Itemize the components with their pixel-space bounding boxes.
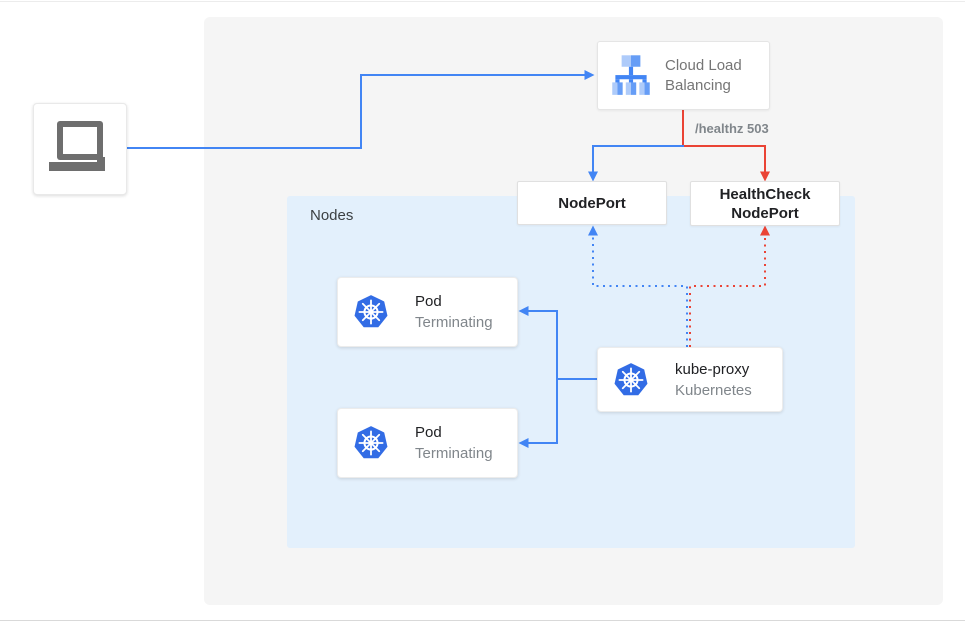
kube-proxy-card: kube-proxy Kubernetes [597, 347, 783, 412]
nodeport-card: NodePort [517, 181, 667, 225]
kubernetes-icon [352, 293, 390, 331]
healthcheck-nodeport-card: HealthCheck NodePort [690, 181, 840, 226]
pod-status: Terminating [415, 314, 493, 331]
healthcheck-nodeport-label-line2: NodePort [731, 204, 799, 222]
cloud-load-balancing-label: Cloud Load Balancing [665, 56, 742, 94]
pod-card-1: Pod Terminating [337, 277, 518, 347]
pod-title: Pod [415, 293, 442, 310]
pod-card-2: Pod Terminating [337, 408, 518, 478]
kube-proxy-title: kube-proxy [675, 360, 750, 378]
pod-status: Terminating [415, 445, 493, 462]
healthz-status-label: /healthz 503 [695, 121, 769, 136]
laptop-icon [47, 119, 113, 180]
kube-proxy-subtitle: Kubernetes [675, 381, 752, 399]
bottom-divider [0, 620, 965, 621]
cloud-load-balancing-card: Cloud Load Balancing [597, 41, 770, 110]
kubernetes-icon [612, 361, 650, 399]
pod-title: Pod [415, 424, 442, 441]
client-card [33, 103, 127, 195]
healthcheck-nodeport-label-line1: HealthCheck [719, 185, 811, 203]
load-balancer-icon [606, 47, 656, 104]
nodes-group-label: Nodes [310, 207, 354, 224]
nodeport-label: NodePort [558, 194, 626, 212]
top-divider [0, 1, 965, 2]
kubernetes-icon [352, 424, 390, 462]
